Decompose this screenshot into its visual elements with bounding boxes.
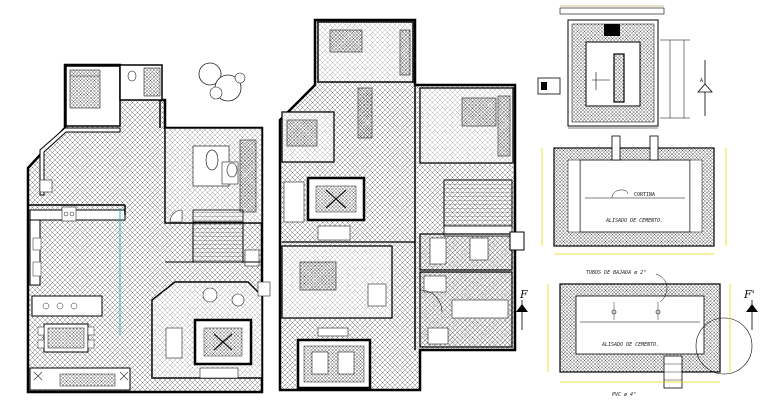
ground-floor-plan [26,63,271,394]
section-a-cement-label: ALISADO DE CEMENTO. [605,218,663,224]
pipe-label: TUBOS DE BAJADA ø 2" [586,270,646,276]
section-mark-f: F F' [516,288,758,330]
tank-section-a: CORTINA ALISADO DE CEMENTO. [541,135,727,255]
upper-floor-plan [278,18,525,392]
tank-section-f: TUBOS DE BAJADA ø 2" ALISADO DE CEMENTO.… [547,270,753,398]
section-mark-a: A [697,60,713,116]
section-mark-a-label: A [700,78,703,84]
pvc-label: PVC ø 4" [612,392,636,398]
tank-plan-detail [537,5,690,129]
section-mark-f-right-label: F' [743,288,755,301]
landscape-trees [198,62,246,102]
section-f-cement-label: ALISADO DE CEMENTO. [601,342,659,348]
cortina-label: CORTINA [634,192,655,198]
section-mark-f-left-label: F [519,288,528,301]
